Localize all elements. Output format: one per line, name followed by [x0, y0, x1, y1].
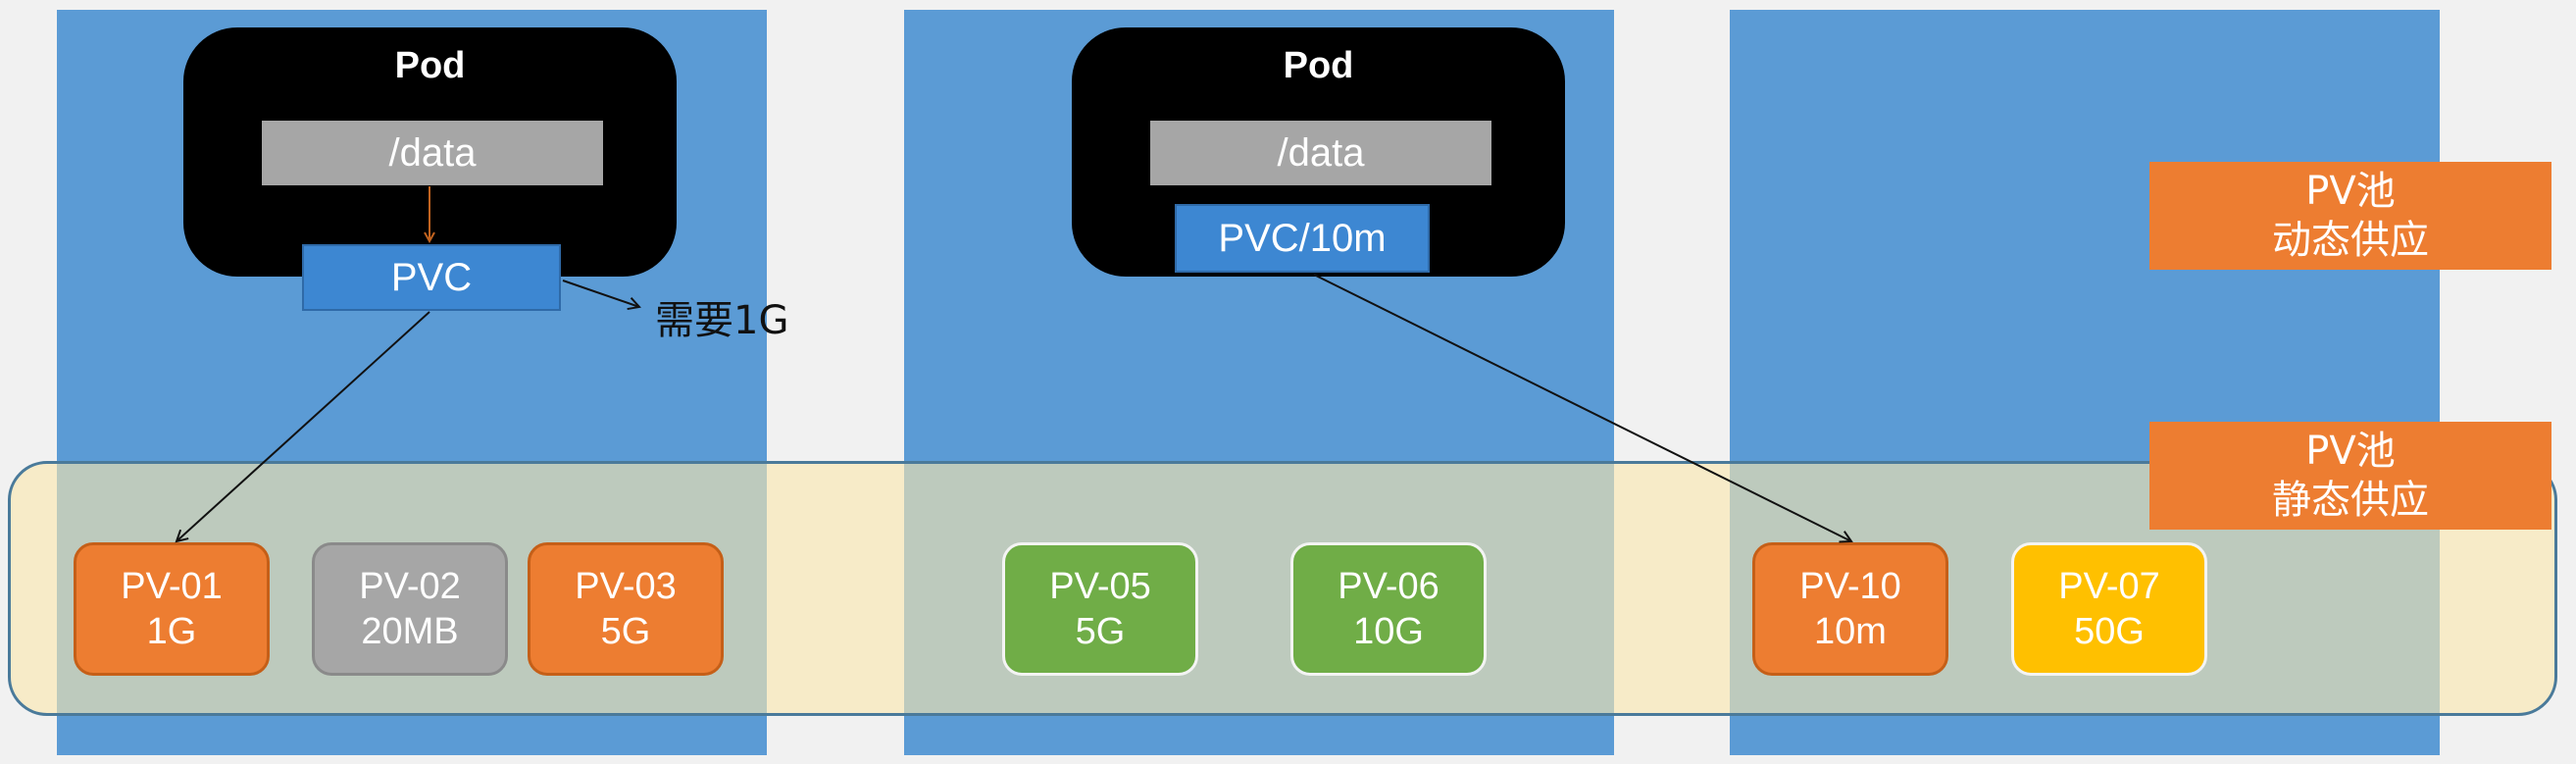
- pv-01-box[interactable]: PV-01 1G: [74, 542, 270, 676]
- pv-pool-dynamic-label: PV池 动态供应: [2149, 162, 2551, 270]
- pv-03-box[interactable]: PV-03 5G: [528, 542, 724, 676]
- pv-name: PV-10: [1799, 566, 1901, 607]
- pv-size: 5G: [1075, 611, 1126, 652]
- pv-size: 10m: [1814, 611, 1887, 652]
- pod-title: Pod: [1283, 45, 1354, 86]
- pool-mode: 静态供应: [2272, 478, 2429, 523]
- pod-1[interactable]: Pod /data: [183, 27, 677, 277]
- pool-title: PV池: [2305, 169, 2396, 214]
- pv-name: PV-03: [575, 566, 677, 607]
- pv-name: PV-05: [1049, 566, 1151, 607]
- pv-name: PV-01: [121, 566, 223, 607]
- pv-05-box[interactable]: PV-05 5G: [1002, 542, 1198, 676]
- pod-title: Pod: [394, 45, 466, 86]
- pv-size: 10G: [1353, 611, 1424, 652]
- requirement-label: 需要1G: [655, 298, 789, 343]
- pv-pool-static-label: PV池 静态供应: [2149, 422, 2551, 530]
- pv-10-box[interactable]: PV-10 10m: [1752, 542, 1948, 676]
- pv-name: PV-06: [1338, 566, 1440, 607]
- pv-size: 20MB: [361, 611, 459, 652]
- pool-mode: 动态供应: [2272, 218, 2429, 263]
- pvc-box[interactable]: PVC: [302, 244, 561, 311]
- pool-title: PV池: [2305, 429, 2396, 474]
- mount-path-data: /data: [262, 121, 603, 185]
- pv-size: 5G: [600, 611, 651, 652]
- pv-name: PV-07: [2058, 566, 2160, 607]
- pv-name: PV-02: [359, 566, 461, 607]
- pv-size: 50G: [2074, 611, 2145, 652]
- mount-path-data: /data: [1150, 121, 1491, 185]
- pv-06-box[interactable]: PV-06 10G: [1290, 542, 1487, 676]
- pod-2[interactable]: Pod /data: [1072, 27, 1565, 277]
- pv-size: 1G: [146, 611, 197, 652]
- pv-07-box[interactable]: PV-07 50G: [2011, 542, 2207, 676]
- pvc-10m-box[interactable]: PVC/10m: [1175, 204, 1430, 273]
- pv-02-box[interactable]: PV-02 20MB: [312, 542, 508, 676]
